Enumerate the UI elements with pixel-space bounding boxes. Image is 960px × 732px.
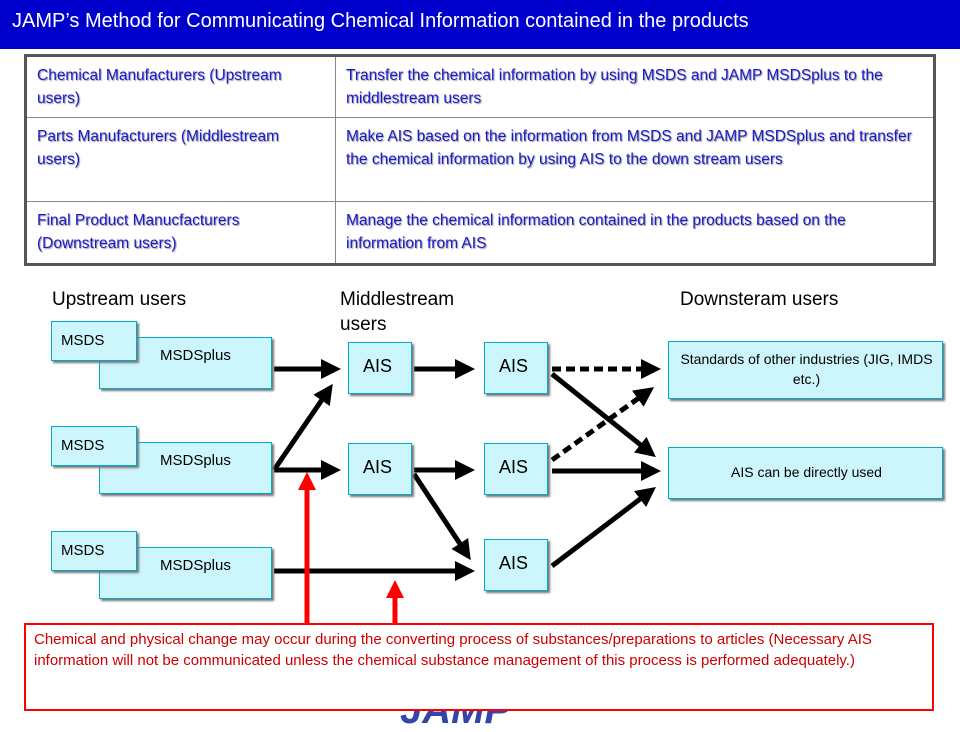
upstream-heading: Upstream users [52,289,187,310]
ais-label: AIS [363,457,393,477]
ais-box: AIS [484,539,548,591]
msds-label: MSDS [61,542,105,559]
msds-box: MSDS [51,426,137,466]
arrow-ais-mid-to-standards [550,387,655,463]
msdsplus-label: MSDSplus [160,452,231,469]
msdsplus-label: MSDSplus [160,557,231,574]
table-row: Chemical Manufacturers (Upstream users) … [25,55,935,118]
red-arrowhead-left [298,472,316,490]
arrow-plus2-to-ais-top [271,383,333,472]
red-arrowhead-right [386,580,404,598]
ais-label: AIS [363,356,393,376]
msds-box: MSDS [51,531,137,571]
middlestream-heading: Middlestream users [340,289,455,335]
table-row: Parts Manufacturers (Middlestream users)… [25,117,935,202]
role-cell: Final Product Manucfacturers (Downstream… [25,201,336,265]
downstream-heading: Downsteram users [680,289,839,310]
ais-box: AIS [484,342,548,394]
msdsplus-box: MSDSplus [99,337,272,389]
method-cell: Manage the chemical information containe… [335,201,935,265]
msdsplus-label: MSDSplus [160,347,231,364]
direct-use-box: AIS can be directly used [668,447,943,499]
msds-label: MSDS [61,437,105,454]
direct-use-label: AIS can be directly used [731,464,882,480]
title-bar: JAMP’s Method for Communicating Chemical… [0,0,960,49]
ais-label: AIS [499,457,529,477]
msds-label: MSDS [61,332,105,349]
method-cell: Make AIS based on the information from M… [335,117,935,202]
arrow-ais-mid-to-ais-bottom [411,472,471,561]
ais-label: AIS [499,356,529,376]
ais-label: AIS [499,553,529,573]
ais-box: AIS [348,342,412,394]
arrow-ais-to-direct [550,372,656,458]
table-row: Final Product Manucfacturers (Downstream… [25,201,935,265]
ais-box: AIS [484,443,548,495]
role-cell: Chemical Manufacturers (Upstream users) [25,55,336,118]
page-title: JAMP’s Method for Communicating Chemical… [12,10,749,32]
msds-box: MSDS [51,321,137,361]
arrow-ais-bottom-to-direct [550,486,656,568]
msdsplus-box: MSDSplus [99,547,272,599]
role-table: Chemical Manufacturers (Upstream users) … [24,54,936,266]
ais-box: AIS [348,443,412,495]
standards-label: Standards of other industries (JIG, IMDS… [680,351,933,387]
standards-box: Standards of other industries (JIG, IMDS… [668,341,943,399]
warning-note: Chemical and physical change may occur d… [24,623,934,711]
role-cell: Parts Manufacturers (Middlestream users) [25,117,336,202]
